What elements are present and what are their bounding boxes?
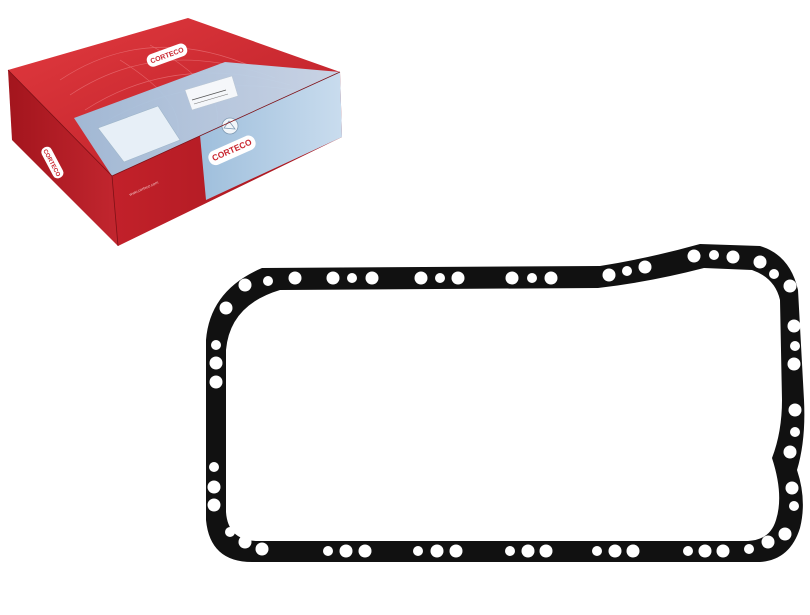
gasket-bolt-hole [716,544,730,558]
gasket-bolt-hole [785,481,799,495]
gasket-bolt-hole [638,260,652,274]
gasket-bolt-hole [778,527,792,541]
gasket-bolt-hole [539,544,553,558]
box-top-window [97,105,181,163]
gasket-bolt-hole [608,544,622,558]
gasket-bolt-hole [789,501,799,511]
gasket-bolt-hole [413,546,423,556]
gasket-bolt-hole [339,544,353,558]
gasket-bolt-hole [263,276,273,286]
box-barcode-sticker [184,75,239,111]
gasket-bolt-hole [323,546,333,556]
box-front-label-band [200,72,342,200]
gasket-bolt-hole [414,271,428,285]
gasket-bolt-hole [505,271,519,285]
gasket-bolt-hole [761,535,775,549]
gasket-bolt-hole [626,544,640,558]
gasket-bolt-hole [698,544,712,558]
gasket-bolt-hole [527,273,537,283]
gasket-bolt-hole [430,544,444,558]
gasket-bolt-hole [449,544,463,558]
gasket-bolt-hole [238,278,252,292]
certification-icon [221,117,239,135]
gasket-bolt-hole [211,340,221,350]
gasket-bolt-hole [451,271,465,285]
gasket-bolt-hole [435,273,445,283]
box-edges [7,69,341,247]
gasket-holes [207,249,802,558]
gasket-bolt-hole [787,357,801,371]
gasket-bolt-hole [790,341,800,351]
gasket-bolt-hole [219,301,233,315]
gasket-bolt-hole [790,427,800,437]
gasket-bolt-hole [365,271,379,285]
gasket-bolt-hole [769,269,779,279]
gasket-bolt-hole [687,249,701,263]
gasket-bolt-hole [225,527,235,537]
gasket-bolt-hole [709,250,719,260]
gasket-bolt-hole [788,403,802,417]
gasket-bolt-hole [207,480,221,494]
gasket-bolt-hole [622,266,632,276]
gasket-outline [206,244,805,562]
gasket-bolt-hole [207,498,221,512]
gasket-bolt-hole [544,271,558,285]
gasket-bolt-hole [505,546,515,556]
gasket-bolt-hole [783,445,797,459]
gasket-bolt-hole [288,271,302,285]
gasket-bolt-hole [209,462,219,472]
gasket-bolt-hole [209,375,223,389]
gasket-bolt-hole [753,255,767,269]
gasket-bolt-hole [209,356,223,370]
gasket-bolt-hole [726,250,740,264]
gasket-bolt-hole [238,535,252,549]
gasket-bolt-hole [521,544,535,558]
product-box: CORTECO CORTECO www.corteco.com CORTECO [7,18,342,247]
gasket-bolt-hole [358,544,372,558]
gasket-bolt-hole [787,319,801,333]
gasket-bolt-hole [592,546,602,556]
gasket-bolt-hole [326,271,340,285]
gasket-bolt-hole [602,268,616,282]
gasket-bolt-hole [255,542,269,556]
gasket-bolt-hole [783,279,797,293]
gasket-bolt-hole [683,546,693,556]
gasket-icon [206,244,805,562]
gasket-bolt-hole [744,544,754,554]
box-left-face [8,70,118,246]
gasket-bolt-hole [347,273,357,283]
